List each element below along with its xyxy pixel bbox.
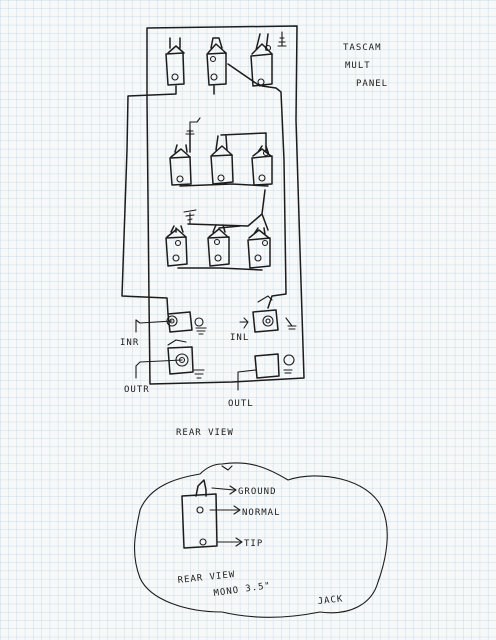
label-out-l: OUTL bbox=[228, 399, 254, 409]
panel-title-line-3: PANEL bbox=[356, 79, 388, 89]
label-in-r: INR bbox=[120, 338, 139, 348]
jack-row-1 bbox=[165, 31, 287, 87]
mult-panel-outline bbox=[146, 25, 305, 385]
wiring bbox=[121, 63, 287, 315]
label-out-r: OUTR bbox=[124, 385, 150, 395]
jack-pin-labels: GROUND NORMAL TIP bbox=[209, 485, 281, 549]
rear-view-caption: REAR VIEW bbox=[176, 428, 234, 438]
panel-title-line-2: MULT bbox=[345, 61, 371, 71]
io-jacks bbox=[135, 295, 297, 391]
jack-detail-cloud bbox=[134, 462, 388, 618]
label-normal: NORMAL bbox=[242, 508, 281, 518]
jack-caption-line-3: JACK bbox=[317, 594, 344, 607]
panel-title: TASCAM MULT PANEL bbox=[343, 43, 388, 89]
label-in-l: INL bbox=[230, 333, 249, 343]
label-ground: GROUND bbox=[238, 487, 277, 497]
label-tip: TIP bbox=[244, 539, 263, 549]
panel-title-line-1: TASCAM bbox=[343, 43, 382, 53]
jack-row-2 bbox=[169, 117, 273, 186]
jack-row-3 bbox=[165, 209, 271, 269]
jack-detail-drawing bbox=[181, 465, 233, 549]
